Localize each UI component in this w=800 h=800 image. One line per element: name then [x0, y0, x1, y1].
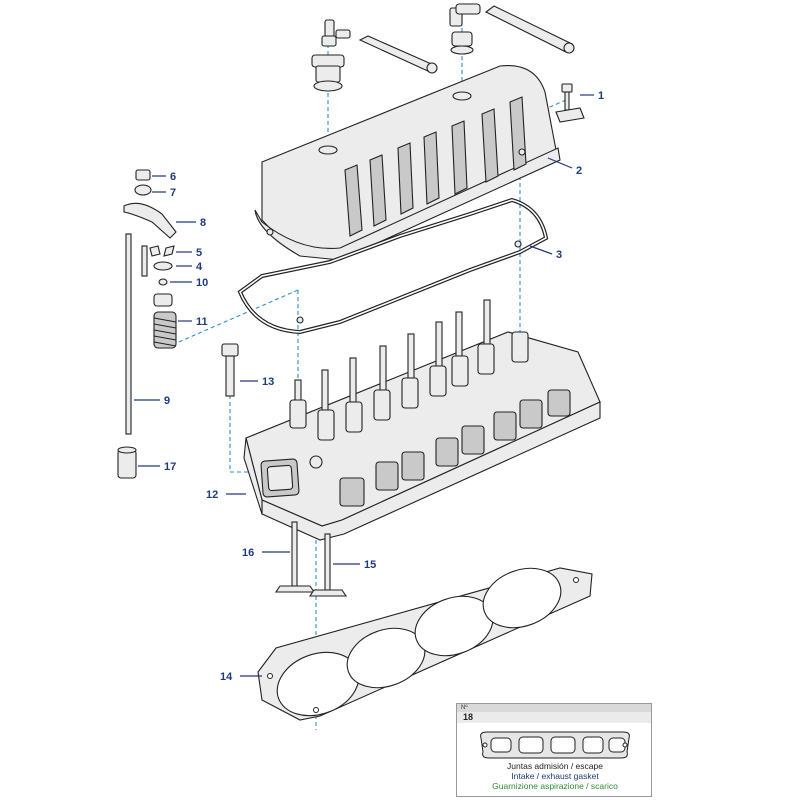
intake-exhaust-gasket-icon	[480, 731, 630, 759]
callout-15: 15	[364, 559, 376, 571]
callout-12: 12	[206, 489, 218, 501]
callout-16: 16	[242, 547, 254, 559]
part-7-pivot	[134, 184, 152, 196]
callout-1: 1	[598, 90, 604, 102]
callout-numbers: 1 2 3 4 5 6 7 8 9 10 11 12 13 14 15 16 1…	[164, 90, 604, 683]
part-14-head-gasket	[257, 567, 593, 721]
part-10-seal	[158, 278, 168, 286]
callout-leaders	[134, 94, 594, 677]
part-3-rocker-cover-gasket	[237, 197, 549, 335]
part-17-lifter	[117, 446, 137, 479]
part-18-inset-panel: Nº 18 Juntas admisión / escape Intake / …	[456, 703, 652, 797]
callout-8: 8	[200, 217, 206, 229]
part-15-valve	[308, 533, 348, 597]
head-valve-cluster	[289, 299, 529, 441]
part-9-pushrod	[125, 233, 132, 435]
callout-9: 9	[164, 395, 170, 407]
callout-6: 6	[170, 171, 176, 183]
part-spring-cap	[153, 293, 173, 307]
callout-5: 5	[196, 247, 202, 259]
callout-13: 13	[262, 376, 274, 388]
part-12-cylinder-head	[243, 331, 601, 541]
callout-4: 4	[196, 261, 203, 273]
part-4-retainer	[153, 261, 173, 271]
part-6-nut	[135, 169, 151, 181]
callout-7: 7	[170, 187, 176, 199]
breather-fittings	[311, 3, 575, 92]
part-8-rocker-arm	[123, 202, 177, 239]
part-1-bolt	[555, 83, 585, 123]
part-11-valve-spring	[153, 311, 177, 349]
inset-header: Nº	[457, 704, 651, 712]
callout-3: 3	[556, 249, 562, 261]
callout-11: 11	[196, 316, 208, 328]
inset-name-italian: Guarnizione aspirazione / scarico	[492, 781, 618, 791]
callout-14: 14	[220, 671, 233, 683]
part-5-valve-keys	[149, 245, 175, 257]
part-stud	[141, 245, 148, 277]
inset-name-spanish: Juntas admisión / escape	[507, 761, 603, 771]
callout-17: 17	[164, 461, 176, 473]
part-13-head-bolt	[221, 343, 239, 397]
inset-name-english: Intake / exhaust gasket	[511, 771, 599, 781]
part-2-rocker-cover	[254, 64, 561, 261]
inset-part-number: 18	[457, 712, 651, 723]
callout-10: 10	[196, 277, 208, 289]
callout-2: 2	[576, 165, 582, 177]
